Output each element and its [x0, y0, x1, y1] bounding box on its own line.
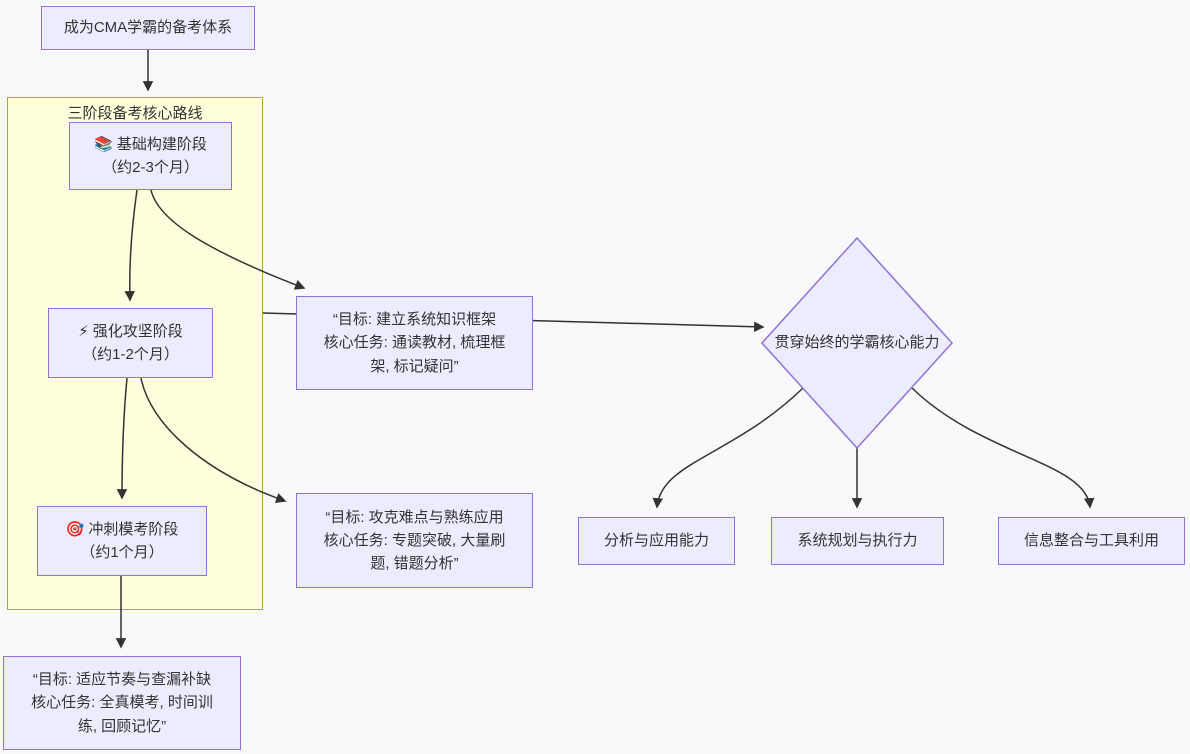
detail-line: 练, 回顾记忆”	[77, 717, 167, 735]
stage-duration: （约1个月）	[80, 544, 164, 561]
stage-title: ⚡强化攻坚阶段	[78, 320, 183, 343]
node-detail-foundation-goal: “目标: 建立系统知识框架 核心任务: 通读教材, 梳理框 架, 标记疑问”	[296, 296, 533, 390]
node-ability-planning: 系统规划与执行力	[771, 517, 944, 565]
detail-line: “目标: 适应节奏与查漏补缺	[32, 671, 212, 689]
stage-title: 📚基础构建阶段	[94, 133, 207, 156]
detail-line: 架, 标记疑问”	[370, 357, 459, 375]
diamond-label: 贯穿始终的学霸核心能力	[774, 334, 940, 351]
detail-line: 核心任务: 通读教材, 梳理框	[323, 334, 506, 352]
lightning-icon: ⚡	[78, 322, 89, 340]
stage-title: 🎯冲刺模考阶段	[66, 518, 179, 541]
edge-stage1-to-stage2	[124, 189, 138, 302]
node-root-label: 成为CMA学霸的备考体系	[63, 19, 233, 37]
ability-label: 信息整合与工具利用	[1023, 532, 1159, 550]
detail-line: “目标: 攻克难点与熟练应用	[325, 508, 504, 526]
books-icon: 📚	[94, 135, 113, 153]
ability-label: 系统规划与执行力	[797, 532, 918, 550]
target-icon: 🎯	[65, 520, 85, 538]
node-stage-foundation: 📚基础构建阶段 （约2-3个月）	[69, 122, 232, 190]
edge-stage2-to-detail2	[140, 377, 287, 503]
node-detail-intensive-goal: “目标: 攻克难点与熟练应用 核心任务: 专题突破, 大量刷 题, 错题分析”	[296, 493, 533, 588]
edge-diamond-to-ability1	[652, 387, 804, 509]
detail-line: “目标: 建立系统知识框架	[332, 311, 497, 329]
node-ability-information: 信息整合与工具利用	[998, 517, 1185, 565]
diamond-core-abilities	[760, 236, 954, 450]
node-ability-analysis: 分析与应用能力	[578, 517, 735, 565]
detail-line: 核心任务: 专题突破, 大量刷	[323, 531, 506, 549]
stage-title-text: 强化攻坚阶段	[92, 322, 183, 340]
detail-line: 核心任务: 全真模考, 时间训	[31, 694, 213, 712]
node-detail-sprint-goal: “目标: 适应节奏与查漏补缺 核心任务: 全真模考, 时间训 练, 回顾记忆”	[3, 656, 241, 750]
detail-line: 题, 错题分析”	[370, 555, 459, 573]
edge-stage1-to-detail1	[150, 189, 306, 290]
node-stage-intensive: ⚡强化攻坚阶段 （约1-2个月）	[48, 308, 213, 378]
stage-title-text: 冲刺模考阶段	[88, 520, 179, 538]
ability-label: 分析与应用能力	[603, 532, 709, 550]
stage-title-text: 基础构建阶段	[116, 135, 207, 153]
stage-duration: （约1-2个月）	[82, 346, 179, 363]
edge-diamond-to-ability3	[911, 387, 1095, 509]
edge-stage2-to-stage3	[116, 377, 128, 500]
node-stage-sprint-mock: 🎯冲刺模考阶段 （约1个月）	[37, 506, 207, 576]
stage-duration: （约2-3个月）	[102, 159, 199, 176]
node-root: 成为CMA学霸的备考体系	[41, 6, 255, 50]
subgraph-title: 三阶段备考核心路线	[67, 105, 203, 122]
